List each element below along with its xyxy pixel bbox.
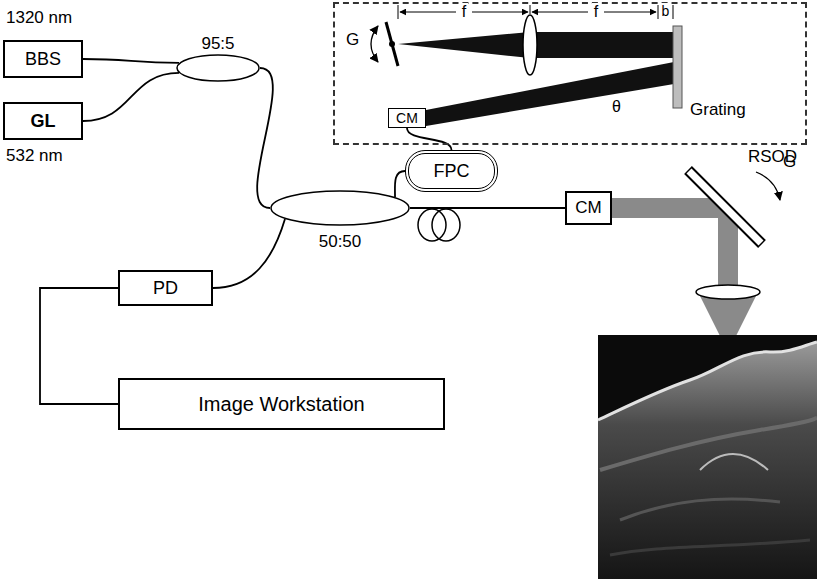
optical-fiber (83, 59, 179, 63)
optical-fiber (83, 73, 179, 121)
light-source-box: BBS (3, 40, 83, 78)
optical-fiber (213, 219, 285, 288)
dimension-label: f (592, 3, 600, 21)
optical-fiber (40, 288, 118, 404)
oct-image (598, 335, 817, 579)
angle-label: θ (612, 98, 621, 116)
node-label: CM (575, 198, 601, 218)
optical-fiber (410, 207, 565, 209)
fiber-loop (418, 209, 460, 241)
wavelength-label: 532 nm (6, 146, 63, 166)
polarization-controller: FPC (405, 150, 498, 192)
dimension-label: b (660, 3, 672, 19)
coupler-ellipse (271, 191, 409, 225)
node-label: GL (31, 111, 56, 132)
grating-label: Grating (690, 100, 746, 120)
node-label: CM (396, 110, 418, 126)
fiber-coupler: 50:50 (270, 190, 410, 252)
rsod-group: RSODCM (333, 2, 807, 145)
node-label: 95:5 (176, 34, 260, 54)
wavelength-label: 1320 nm (6, 8, 72, 28)
light-source-box: GL (3, 102, 83, 140)
collimator-box: CM (565, 191, 612, 225)
galvo-label: G (346, 30, 359, 50)
galvo-label: G (783, 152, 796, 172)
node-label: Image Workstation (198, 393, 364, 416)
coupler-ellipse (177, 55, 259, 81)
node-label: PD (153, 278, 178, 299)
node-label: 50:50 (270, 232, 410, 252)
sample-arm (612, 170, 780, 352)
node-label: FPC (434, 161, 470, 182)
detector-box: PD (118, 270, 213, 306)
fiber-coupler: 95:5 (176, 34, 260, 82)
optical-fiber (257, 68, 273, 208)
node-label: BBS (25, 49, 61, 70)
dimension-label: f (460, 3, 468, 21)
optical-fiber (395, 171, 405, 197)
collimator-box: CM (388, 108, 426, 128)
workstation-box: Image Workstation (118, 378, 445, 430)
optical-fiber (407, 128, 452, 150)
